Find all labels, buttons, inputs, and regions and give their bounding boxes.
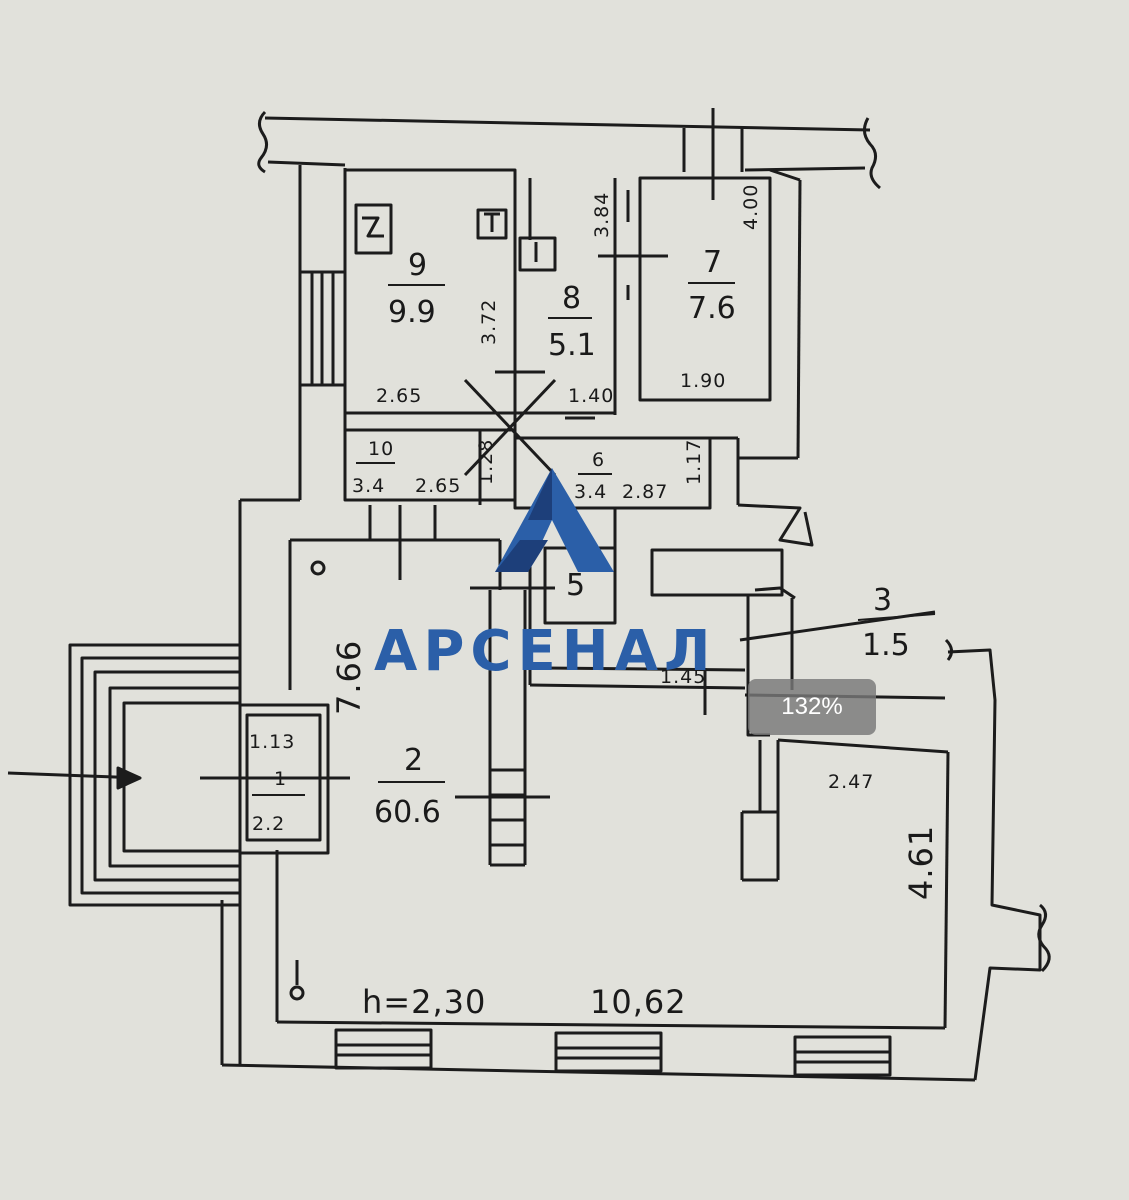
dim-7-66: 7.66	[330, 640, 368, 715]
dim-2-65-top: 2.65	[376, 385, 422, 407]
room-1-label: 1 2.2	[252, 768, 305, 835]
room-5-number: 5	[566, 568, 585, 603]
room-8-area: 5.1	[548, 328, 596, 363]
dim-4-00: 4.00	[740, 184, 762, 230]
dim-2-87: 2.87	[622, 481, 668, 503]
room-9-area: 9.9	[388, 295, 436, 330]
room-labels: 9 9.9 8 5.1 7 7.6 10 3.4 6 3.4 5	[252, 245, 936, 835]
dim-2-47: 2.47	[828, 771, 874, 793]
dim-1-45: 1.45	[660, 666, 706, 688]
room-6-label: 6 3.4	[574, 449, 612, 503]
zoom-level-badge: 132%	[748, 679, 876, 735]
room-8-number: 8	[562, 281, 581, 316]
room-8-label: 8 5.1	[548, 281, 596, 363]
dim-3-72: 3.72	[478, 299, 500, 345]
room-3-number: 3	[873, 583, 892, 618]
dim-3-84: 3.84	[591, 192, 613, 238]
dim-1-17: 1.17	[683, 439, 705, 485]
room-10-label: 10 3.4	[352, 438, 395, 497]
dim-4-61: 4.61	[902, 825, 940, 900]
room-6-number: 6	[592, 449, 605, 471]
room-7-area: 7.6	[688, 291, 736, 326]
dim-1-90: 1.90	[680, 370, 726, 392]
room-10-area: 3.4	[352, 475, 385, 497]
ceiling-height: h=2,30	[362, 983, 486, 1021]
room-10-number: 10	[368, 438, 394, 460]
room-7-label: 7 7.6	[688, 245, 736, 326]
dim-10-62: 10,62	[590, 983, 687, 1021]
room-2-label: 2 60.6	[374, 743, 445, 830]
dim-2-65-low: 2.65	[415, 475, 461, 497]
dim-1-28: 1.28	[475, 439, 497, 485]
room-3-label: 3 1.5	[857, 583, 936, 663]
room-9-label: 9 9.9	[388, 248, 445, 330]
room-2-area: 60.6	[374, 795, 441, 830]
room-2-number: 2	[404, 743, 423, 778]
dim-1-40: 1.40	[568, 385, 614, 407]
room-6-area: 3.4	[574, 481, 607, 503]
dim-1-13: 1.13	[249, 731, 295, 753]
room-9-number: 9	[408, 248, 427, 283]
watermark-logo: АРСЕНАЛ	[374, 468, 716, 684]
room-5-label: 5	[566, 568, 585, 603]
dimension-labels: 3.72 3.84 4.00 2.65 1.40 1.90 2.65 1.28 …	[249, 184, 940, 1021]
logo-wordmark: АРСЕНАЛ	[374, 619, 716, 684]
room-1-area: 2.2	[252, 813, 285, 835]
walls	[7, 108, 1051, 1082]
room-1-number: 1	[274, 768, 287, 790]
room-7-number: 7	[703, 245, 722, 280]
room-3-area: 1.5	[862, 628, 910, 663]
